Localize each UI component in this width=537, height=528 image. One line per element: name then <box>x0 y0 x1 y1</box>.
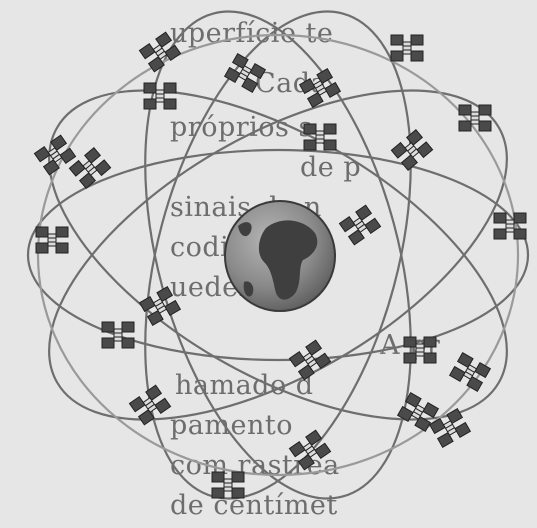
satellite-icon <box>459 105 491 131</box>
satellite-icon <box>139 32 180 72</box>
satellite-icon <box>289 340 330 380</box>
satellite-icon <box>36 227 68 253</box>
satellite-icon <box>69 148 110 188</box>
satellite-icon <box>450 353 491 392</box>
satellite-icon <box>225 54 266 93</box>
satellite-icon <box>304 124 336 150</box>
satellite-icon <box>391 130 432 170</box>
satellite-icon <box>391 35 423 61</box>
satellite-icon <box>339 205 380 245</box>
satellite-icon <box>102 322 134 348</box>
satellite-icon <box>212 472 244 498</box>
earth <box>225 201 335 311</box>
satellite-icon <box>144 83 176 109</box>
satellite-icon <box>430 409 471 448</box>
